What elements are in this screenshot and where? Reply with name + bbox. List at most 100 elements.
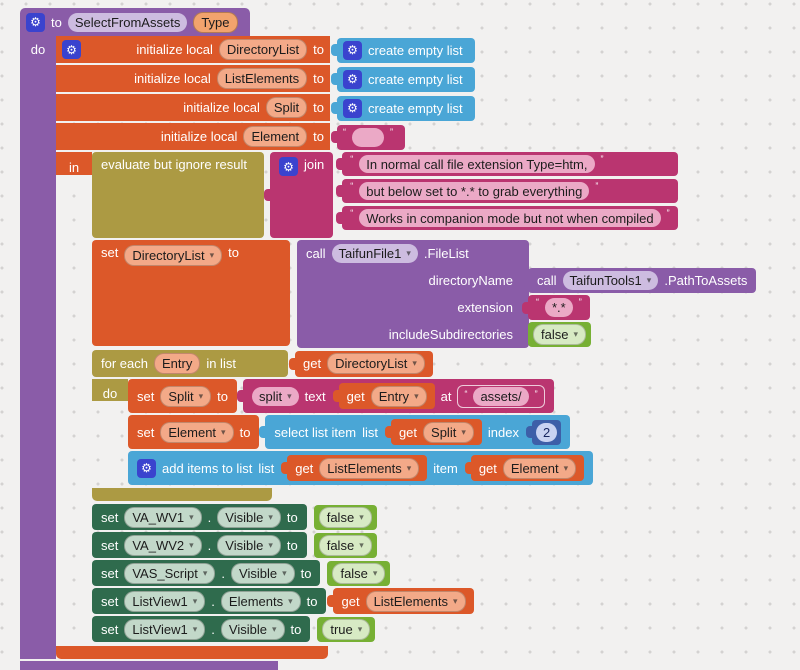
add-items-to-list-block[interactable]: ⚙ add items to list list get ListElement…	[128, 451, 594, 485]
logic-true-block[interactable]: true▾	[317, 616, 376, 642]
variable-dropdown[interactable]: Element▾	[160, 421, 234, 443]
set-split-statement[interactable]: set Split▾ to split▾ text	[128, 379, 593, 413]
for-each-header[interactable]: for each Entry in list	[92, 350, 288, 377]
variable-dropdown[interactable]: DirectoryList▾	[124, 245, 223, 266]
string-block[interactable]: “ In normal call file extension Type=htm…	[336, 152, 678, 176]
string-value-field[interactable]: Works in companion mode but not when com…	[359, 209, 661, 227]
number-value-field[interactable]: 2	[535, 422, 558, 442]
init-local-row[interactable]: ⚙ initialize local DirectoryList to ⚙ cr…	[56, 36, 756, 63]
local-name-field[interactable]: DirectoryList	[218, 39, 308, 60]
property-dropdown[interactable]: Visible▾	[217, 506, 281, 528]
variable-dropdown[interactable]: Element▾	[502, 457, 577, 479]
set-element-statement[interactable]: set Element▾ to select list item list	[128, 415, 593, 449]
split-text-block[interactable]: split▾ text get Entry▾ at	[237, 379, 554, 413]
call-pathtoassets-block[interactable]: call TaifunTools1▾ .PathToAssets	[521, 268, 757, 293]
mutator-gear-icon[interactable]: ⚙	[137, 458, 156, 478]
for-each-block[interactable]: for each Entry in list get DirectoryList…	[92, 350, 756, 501]
logic-dropdown[interactable]: false▾	[318, 506, 372, 528]
set-variable-block[interactable]: set Split▾ to	[128, 379, 238, 413]
set-directorylist-statement[interactable]: set DirectoryList▾ to call TaifunFile1▾	[92, 240, 757, 348]
string-block[interactable]: “ assets/ ”	[457, 384, 545, 408]
property-dropdown[interactable]: Visible▾	[220, 618, 285, 640]
component-dropdown[interactable]: VAS_Script▾	[124, 562, 216, 584]
evaluate-ignore-block[interactable]: evaluate but ignore result	[92, 152, 264, 238]
get-variable-block[interactable]: get DirectoryList▾	[289, 350, 433, 377]
string-value-field[interactable]: *.*	[545, 298, 573, 317]
get-variable-block[interactable]: get ListElements▾	[327, 588, 474, 614]
call-filelist-block[interactable]: call TaifunFile1▾ .FileList directoryNam…	[297, 240, 757, 348]
get-variable-block[interactable]: get Split▾	[384, 419, 482, 445]
set-property-statement[interactable]: set ListView1▾ . Visible▾ to true▾	[92, 616, 756, 642]
logic-dropdown[interactable]: false▾	[332, 562, 386, 584]
string-value-field[interactable]: assets/	[473, 386, 529, 406]
set-property-block[interactable]: set ListView1▾ . Visible▾ to	[92, 616, 311, 642]
set-variable-block[interactable]: set Element▾ to	[128, 415, 260, 449]
logic-dropdown[interactable]: false▾	[533, 324, 586, 345]
property-dropdown[interactable]: Elements▾	[220, 590, 301, 612]
create-empty-list-block[interactable]: ⚙ create empty list	[331, 37, 475, 63]
join-block[interactable]: ⚙ join	[263, 152, 334, 238]
loop-var-field[interactable]: Entry	[153, 353, 201, 374]
set-property-statement[interactable]: set VA_WV1▾ . Visible▾ to false▾	[92, 504, 756, 530]
set-property-block[interactable]: set VAS_Script▾ . Visible▾ to	[92, 560, 321, 586]
logic-false-block[interactable]: false▾	[327, 560, 391, 586]
string-value-field[interactable]	[352, 127, 384, 147]
component-dropdown[interactable]: TaifunFile1▾	[331, 244, 418, 263]
local-name-field[interactable]: ListElements	[216, 68, 308, 89]
set-property-statement[interactable]: set VA_WV2▾ . Visible▾ to false▾	[92, 532, 756, 558]
create-empty-list-block[interactable]: ⚙ create empty list	[331, 66, 475, 92]
property-dropdown[interactable]: Visible▾	[231, 562, 295, 584]
set-property-block[interactable]: set ListView1▾ . Elements▾ to	[92, 588, 327, 614]
component-dropdown[interactable]: TaifunTools1▾	[562, 271, 659, 290]
create-empty-list-block[interactable]: ⚙ create empty list	[331, 95, 475, 121]
get-variable-block[interactable]: get Element▾	[464, 455, 585, 481]
set-property-block[interactable]: set VA_WV1▾ . Visible▾ to	[92, 504, 307, 530]
property-dropdown[interactable]: Visible▾	[217, 534, 281, 556]
variable-dropdown[interactable]: Split▾	[423, 421, 474, 443]
component-dropdown[interactable]: VA_WV2▾	[124, 534, 202, 556]
mutator-gear-icon[interactable]: ⚙	[62, 40, 81, 59]
set-property-statement[interactable]: set ListView1▾ . Elements▾ to get ListEl…	[92, 588, 756, 614]
procedure-block[interactable]: ⚙ to SelectFromAssets Type do ⚙ initiali…	[20, 8, 800, 670]
variable-dropdown[interactable]: DirectoryList▾	[327, 353, 425, 374]
logic-false-block[interactable]: false▾	[528, 322, 591, 347]
get-variable-block[interactable]: get ListElements▾	[281, 455, 428, 481]
logic-false-block[interactable]: false▾	[313, 532, 377, 558]
empty-string-block[interactable]: “ ”	[331, 124, 405, 150]
variable-dropdown[interactable]: Entry▾	[370, 385, 427, 407]
variable-dropdown[interactable]: Split▾	[160, 385, 212, 407]
procedure-param-field[interactable]: Type	[193, 11, 238, 33]
local-name-field[interactable]: Element	[243, 126, 308, 147]
split-op-dropdown[interactable]: split▾	[252, 386, 299, 406]
logic-dropdown[interactable]: true▾	[322, 618, 371, 640]
mutator-gear-icon[interactable]: ⚙	[343, 40, 362, 60]
initialize-locals-block[interactable]: ⚙ initialize local DirectoryList to ⚙ cr…	[56, 36, 757, 659]
mutator-gear-icon[interactable]: ⚙	[343, 98, 362, 118]
string-value-field[interactable]: but below set to *.* to grab everything	[359, 182, 590, 200]
init-local-row[interactable]: initialize local Split to ⚙ create empty…	[56, 94, 756, 121]
component-dropdown[interactable]: ListView1▾	[124, 590, 206, 612]
procedure-name-field[interactable]: SelectFromAssets	[67, 12, 188, 32]
evaluate-ignore-statement[interactable]: evaluate but ignore result ⚙ join “ I	[92, 152, 756, 238]
logic-false-block[interactable]: false▾	[313, 504, 377, 530]
set-variable-block[interactable]: set DirectoryList▾ to	[92, 240, 290, 346]
add-items-statement[interactable]: ⚙ add items to list list get ListElement…	[128, 451, 594, 485]
mutator-gear-icon[interactable]: ⚙	[279, 157, 298, 176]
variable-dropdown[interactable]: ListElements▾	[319, 457, 420, 479]
string-block[interactable]: “ *.* ”	[522, 295, 590, 320]
number-block[interactable]: 2	[525, 419, 562, 445]
string-block[interactable]: “ but below set to *.* to grab everythin…	[336, 179, 678, 203]
string-block[interactable]: “ Works in companion mode but not when c…	[336, 206, 678, 230]
get-variable-block[interactable]: get Entry▾	[332, 383, 435, 409]
select-list-item-block[interactable]: select list item list get Split▾ index	[259, 415, 571, 449]
mutator-gear-icon[interactable]: ⚙	[343, 69, 362, 89]
set-property-block[interactable]: set VA_WV2▾ . Visible▾ to	[92, 532, 307, 558]
component-dropdown[interactable]: ListView1▾	[124, 618, 206, 640]
set-property-statement[interactable]: set VAS_Script▾ . Visible▾ to false▾	[92, 560, 756, 586]
local-name-field[interactable]: Split	[265, 97, 308, 118]
logic-dropdown[interactable]: false▾	[318, 534, 372, 556]
init-local-row[interactable]: initialize local ListElements to ⚙ creat…	[56, 65, 756, 92]
init-local-row[interactable]: initialize local Element to “ ”	[56, 123, 756, 150]
procedure-header[interactable]: ⚙ to SelectFromAssets Type	[20, 8, 250, 36]
mutator-gear-icon[interactable]: ⚙	[26, 12, 45, 32]
